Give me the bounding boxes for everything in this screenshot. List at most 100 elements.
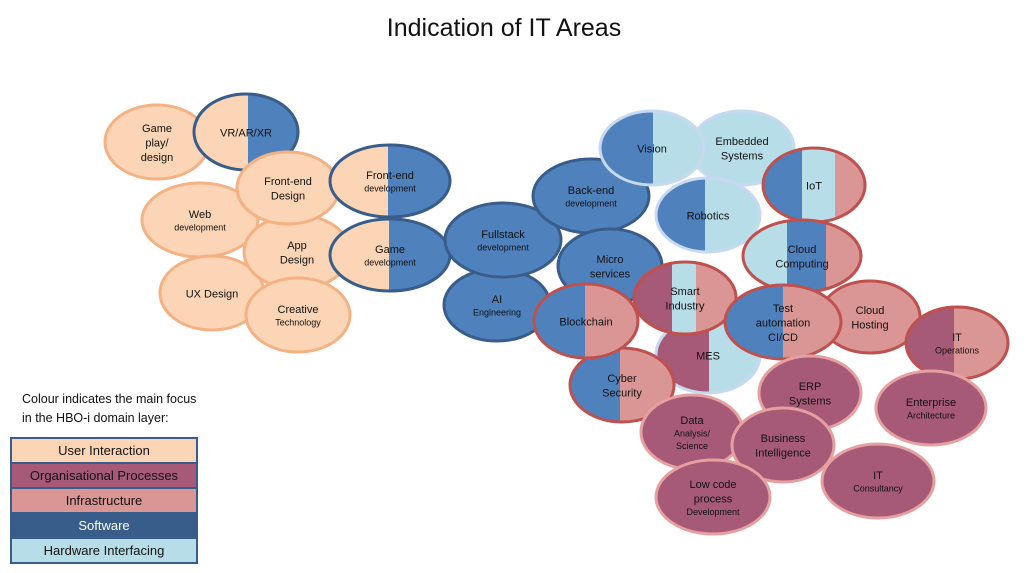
node-label: Cyber: [607, 373, 637, 385]
diagram-title: Indication of IT Areas: [386, 14, 622, 42]
node-label: Fullstack: [481, 229, 525, 241]
node-label: Security: [602, 388, 642, 400]
node-label: Front-end: [264, 176, 312, 188]
node-label: Operations: [935, 346, 980, 356]
area-node-gamedev: Game development: [328, 217, 452, 293]
node-label: Intelligence: [755, 448, 811, 460]
node-label: Analysis/: [674, 428, 711, 438]
node-label: CI/CD: [768, 332, 798, 344]
node-label: automation: [756, 317, 810, 329]
node-label: Test: [773, 303, 793, 315]
node-outline: [874, 369, 988, 447]
segment-hw: [672, 262, 696, 334]
segment-org: [656, 460, 770, 534]
node-label: Creative: [278, 304, 319, 316]
node-label: Embedded: [715, 136, 768, 148]
node-label: development: [174, 223, 226, 233]
legend-infrastructure: Infrastructure: [12, 489, 196, 512]
legend-note-line-2: in the HBO-i domain layer:: [22, 411, 169, 425]
node-label: Hosting: [851, 320, 888, 332]
segment-ui: [105, 105, 209, 179]
node-label: Micro: [597, 254, 624, 266]
segment-org: [876, 371, 986, 445]
segment-sw: [787, 220, 826, 292]
node-label: Game: [375, 244, 405, 256]
node-label: MES: [696, 350, 720, 362]
node-label: Engineering: [473, 308, 521, 318]
segment-hw: [802, 148, 835, 222]
node-outline: [723, 283, 843, 361]
node-outline: [730, 406, 836, 484]
node-label: Industry: [665, 301, 705, 313]
legend-user-interaction: User Interaction: [12, 439, 196, 462]
legend-note: Colour indicates the main focus in the H…: [22, 390, 196, 428]
node-label: Design: [271, 191, 305, 203]
node-label: Design: [280, 255, 314, 267]
node-label: development: [364, 184, 416, 194]
node-label: development: [477, 243, 529, 253]
segment-ui: [237, 152, 339, 224]
node-label: Low code: [689, 479, 736, 491]
node-label: Computing: [775, 259, 828, 271]
node-label: Science: [676, 441, 708, 451]
node-label: Enterprise: [906, 397, 956, 409]
segment-infra: [835, 148, 865, 222]
segment-ui: [246, 278, 350, 352]
node-label: IoT: [806, 180, 822, 192]
node-label: Consultancy: [853, 484, 903, 494]
node-label: Blockchain: [559, 316, 612, 328]
legend-note-line-1: Colour indicates the main focus: [22, 392, 197, 406]
node-label: VR/AR/XR: [220, 127, 272, 139]
segment-org: [822, 444, 934, 518]
node-label: Robotics: [687, 210, 730, 222]
node-label: Systems: [721, 151, 764, 163]
node-outline: [654, 458, 772, 536]
node-label: IT: [873, 470, 883, 482]
node-label: Smart: [670, 286, 699, 298]
area-node-consult: IT Consultancy: [820, 442, 936, 520]
node-label: Data: [680, 415, 704, 427]
node-label: Technology: [275, 318, 321, 328]
node-label: process: [694, 493, 733, 505]
node-label: Vision: [637, 143, 667, 155]
node-label: UX Design: [186, 288, 239, 300]
node-label: ERP: [799, 381, 822, 393]
node-outline: [820, 442, 936, 520]
legend-software: Software: [12, 514, 196, 537]
node-outline: [443, 201, 563, 279]
node-label: Cloud: [856, 305, 885, 317]
node-outline: [632, 260, 738, 336]
segment-org: [641, 395, 743, 469]
node-label: Business: [761, 433, 806, 445]
node-label: Back-end: [568, 185, 614, 197]
node-label: Development: [686, 507, 740, 517]
node-label: Front-end: [366, 170, 414, 182]
segment-sw: [444, 269, 550, 341]
node-label: Web: [189, 209, 211, 221]
area-node-fedev: Front-end development: [328, 143, 452, 219]
node-label: AI: [492, 294, 502, 306]
node-label: Game: [142, 123, 172, 135]
legend-hardware-interfacing: Hardware Interfacing: [12, 539, 196, 562]
node-outline: [598, 109, 706, 187]
color-legend: User Interaction Organisational Processe…: [10, 437, 198, 564]
node-label: design: [141, 152, 173, 164]
node-outline: [532, 282, 640, 360]
node-label: App: [287, 240, 307, 252]
node-label: IT: [952, 332, 962, 344]
node-outline: [328, 143, 452, 219]
node-label: development: [364, 258, 416, 268]
segment-infra: [954, 307, 1008, 379]
node-outline: [244, 276, 352, 354]
node-label: Systems: [789, 396, 832, 408]
legend-organisational-processes: Organisational Processes: [12, 464, 196, 487]
